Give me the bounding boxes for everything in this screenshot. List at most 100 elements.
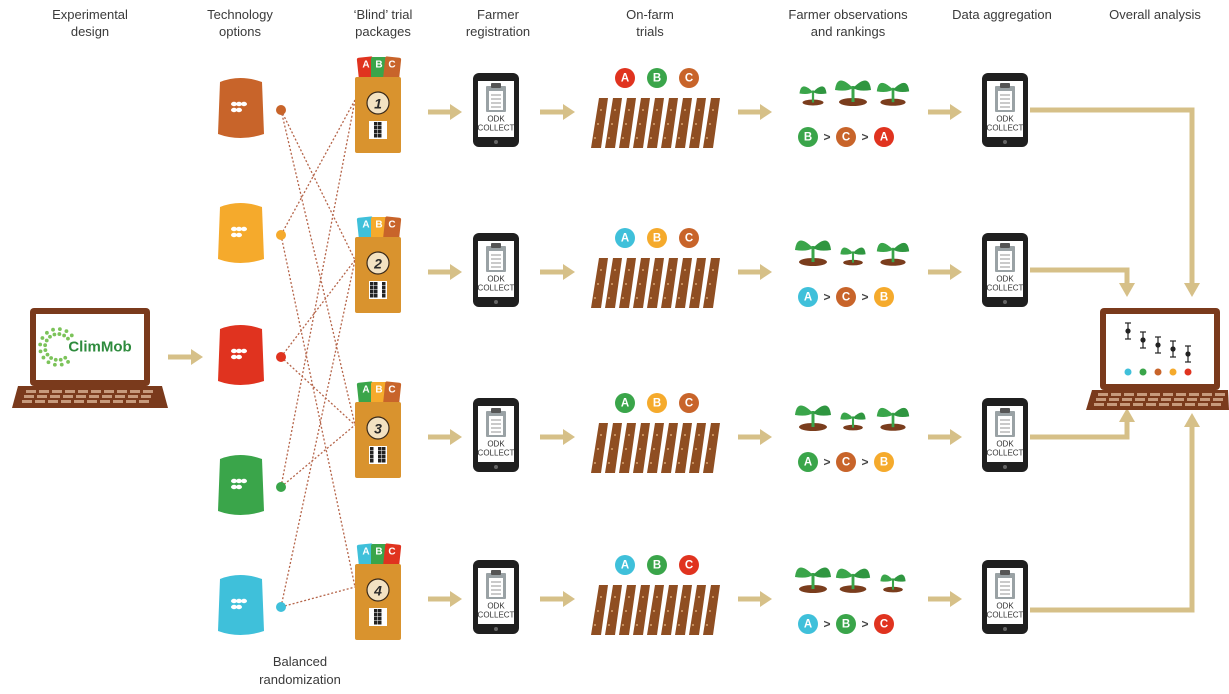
seed-dot: [608, 137, 610, 139]
laptop-key: [1185, 403, 1195, 406]
soil-furrow: [633, 258, 650, 308]
connector-row4-head: [1184, 413, 1200, 427]
seed-dot: [614, 109, 616, 111]
plant-sprout: [840, 412, 866, 431]
seed-icon: [241, 226, 247, 232]
seed-icon: [236, 484, 242, 490]
laptop-key: [89, 395, 99, 398]
seed-dot: [698, 269, 700, 271]
clipboard-paper: [998, 416, 1012, 435]
letter-circle: [679, 393, 699, 413]
tech-dot: [276, 105, 286, 115]
seed-dot: [642, 434, 644, 436]
seed-dot: [611, 123, 613, 125]
seed-dot: [695, 610, 697, 612]
soil-furrow: [619, 98, 636, 148]
letter-label: C: [685, 233, 693, 245]
letter-label: A: [880, 132, 888, 144]
legend-dot: [1169, 368, 1177, 376]
qr-cell: [374, 621, 378, 625]
leaf-left: [799, 86, 813, 94]
connector-row1-head: [1184, 283, 1200, 297]
package-card-letter: B: [375, 547, 382, 558]
soil-furrow: [591, 585, 608, 635]
qr-cell: [382, 447, 386, 451]
qr-cell: [370, 447, 374, 451]
soil-furrow: [661, 423, 678, 473]
laptop-key: [128, 395, 138, 398]
laptop-screen: [36, 314, 144, 380]
phone-label-line2: COLLECT: [987, 449, 1024, 458]
seed-dot: [692, 624, 694, 626]
plant-sprout: [880, 574, 906, 593]
laptop-key: [1122, 398, 1132, 401]
laptop-key: [113, 400, 123, 403]
phone-label-line1: ODK: [996, 275, 1014, 284]
logo-dot: [43, 343, 48, 348]
clipboard-clip: [1000, 243, 1010, 248]
soil-mound: [843, 424, 863, 431]
flow-arrow-head: [950, 591, 962, 607]
clipboard-clip: [491, 243, 501, 248]
laptop-key: [26, 390, 36, 393]
seed-dot: [639, 283, 641, 285]
ranking-separator: >: [823, 130, 830, 144]
seed-icon: [231, 598, 237, 604]
header-farmer-registration: Farmer registration: [465, 7, 531, 39]
letter-circle: [647, 393, 667, 413]
estimate-point: [1125, 328, 1131, 334]
plant-sprout: [876, 242, 910, 266]
seed-dot: [706, 624, 708, 626]
assignment-line: [280, 234, 356, 588]
qr-cell: [370, 451, 374, 455]
plant-sprout: [795, 405, 831, 431]
package-card-letter: C: [388, 547, 395, 558]
seed-icon: [241, 101, 247, 107]
package-card: [371, 382, 387, 408]
estimate-point: [1155, 342, 1161, 348]
phone-label-line2: COLLECT: [987, 124, 1024, 133]
header-blind-trial-packages: ‘Blind’ trial packages: [353, 7, 413, 39]
soil-furrow: [689, 258, 706, 308]
legend-dot: [1124, 368, 1132, 376]
arrow-trial-to-observation: [738, 429, 772, 445]
soil-furrow: [647, 585, 664, 635]
seed-bag-red: [218, 325, 286, 385]
qr-cell: [370, 282, 374, 286]
climmob-laptop: ClimMob: [12, 308, 168, 408]
seed-dot: [684, 269, 686, 271]
qr-cell: [370, 294, 374, 298]
leaf-left: [840, 247, 853, 255]
qr-cell: [374, 282, 378, 286]
phone-label-line2: COLLECT: [478, 124, 515, 133]
seed-icon: [236, 478, 242, 484]
letter-label: B: [842, 619, 850, 631]
leaf-right: [853, 412, 866, 420]
flow-arrow-head: [760, 104, 772, 120]
laptop-key: [1111, 393, 1121, 396]
laptop-key: [1094, 403, 1104, 406]
seed-dot: [622, 462, 624, 464]
seed-dot: [678, 624, 680, 626]
ranking-letter: A: [798, 614, 818, 634]
trial-letter: A: [615, 228, 635, 248]
seed-dot: [611, 283, 613, 285]
package-card: [382, 381, 402, 409]
letter-circle: [874, 287, 894, 307]
trial-letter: A: [615, 68, 635, 88]
laptop-key: [1124, 393, 1134, 396]
leaf-left: [880, 574, 893, 582]
estimate-point: [1170, 346, 1176, 352]
laptop-key: [48, 400, 58, 403]
ranking-separator: >: [861, 617, 868, 631]
soil-mound: [843, 259, 863, 266]
laptop-key: [1150, 393, 1160, 396]
seed-dot: [597, 610, 599, 612]
flow-arrow-head: [563, 104, 575, 120]
ranking-separator: >: [861, 455, 868, 469]
laptop-key: [1213, 398, 1223, 401]
soil-furrow: [661, 585, 678, 635]
